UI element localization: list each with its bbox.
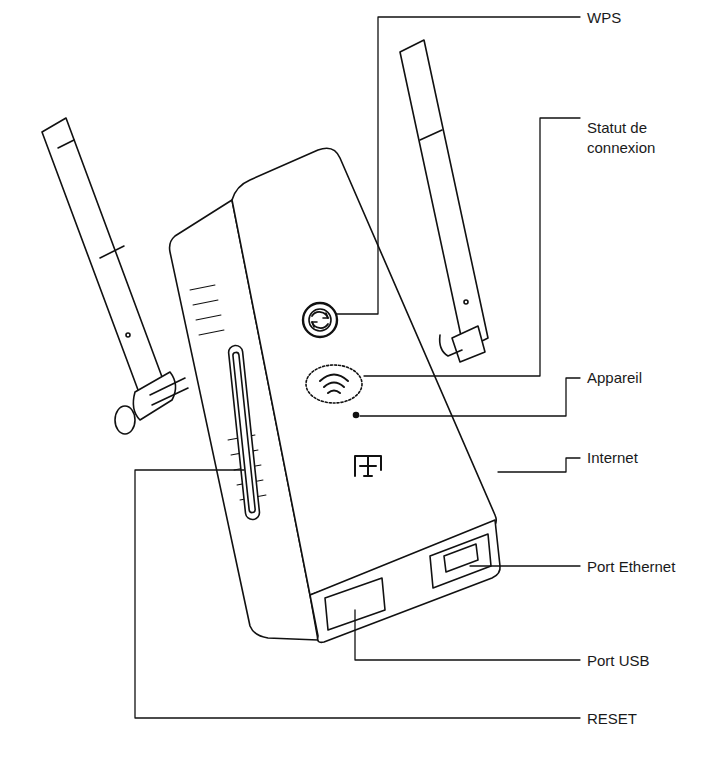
usb-label: Port USB (587, 651, 650, 671)
internet-led (355, 456, 381, 476)
wps-button (303, 303, 337, 337)
internet-label: Internet (587, 448, 638, 468)
reset-label: RESET (587, 709, 637, 729)
status-label: Statut de connexion (587, 118, 687, 158)
device-label: Appareil (587, 368, 642, 388)
antenna-left (42, 118, 188, 434)
reset-slot (228, 345, 260, 521)
ethernet-label: Port Ethernet (587, 557, 675, 577)
wps-label: WPS (587, 8, 621, 28)
antenna-right (400, 40, 488, 362)
device-led (354, 413, 359, 418)
ethernet-port (430, 534, 491, 588)
status-led (306, 365, 362, 403)
leader-lines (135, 17, 580, 718)
extender-housing (170, 148, 501, 642)
